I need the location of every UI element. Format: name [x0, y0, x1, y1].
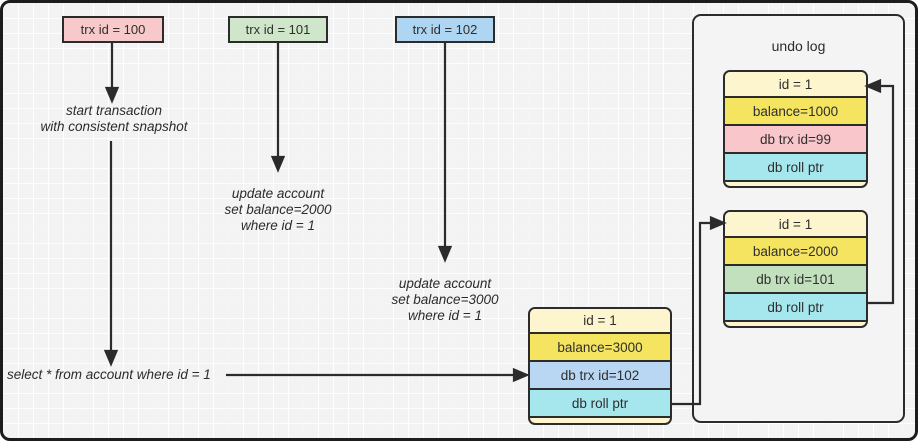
trx102-arrowhead: [437, 245, 453, 263]
trx-102-box: trx id = 102: [395, 16, 495, 43]
undo2-trxid-label: db trx id=101: [756, 271, 835, 287]
undo1-row-trxid: db trx id=99: [725, 126, 866, 154]
undo2-rollptr-label: db roll ptr: [767, 299, 824, 315]
undo2-row-id: id = 1: [725, 212, 866, 238]
current-row-balance: balance=3000: [530, 334, 670, 362]
update-2000-line2: set balance=2000: [224, 202, 332, 217]
trx-100-label: trx id = 100: [80, 22, 146, 37]
trx-101-box: trx id = 101: [228, 16, 328, 43]
current-row-id-label: id = 1: [583, 313, 617, 328]
trx101-arrowhead: [270, 155, 286, 173]
undo-record-1-table: id = 1 balance=1000 db trx id=99 db roll…: [723, 70, 868, 188]
trx-102-label: trx id = 102: [412, 22, 478, 37]
current-row-rollptr-label: db roll ptr: [571, 395, 629, 411]
undo1-balance-label: balance=1000: [752, 103, 839, 119]
undo2-id-label: id = 1: [778, 216, 813, 232]
update-3000-line2: set balance=3000: [391, 292, 499, 307]
current-row-id: id = 1: [530, 309, 670, 334]
start-snapshot-line1: start transaction: [65, 103, 163, 118]
undo1-row-rollptr: db roll ptr: [725, 154, 866, 182]
start-snapshot-line2: with consistent snapshot: [40, 119, 188, 134]
update-3000-line1: update account: [398, 276, 492, 291]
undo-log-panel: undo log id = 1 balance=1000 db trx id=9…: [692, 14, 905, 423]
current-row-trxid-label: db trx id=102: [560, 367, 640, 383]
select-arrowhead: [512, 367, 530, 383]
current-row-rollptr: db roll ptr: [530, 390, 670, 418]
undo2-row-rollptr: db roll ptr: [725, 294, 866, 322]
current-row-balance-label: balance=3000: [557, 339, 643, 355]
undo2-row-balance: balance=2000: [725, 238, 866, 266]
update-2000-note: update account set balance=2000 where id…: [178, 186, 378, 234]
select-query-note: select * from account where id = 1: [7, 367, 211, 382]
current-row-trxid: db trx id=102: [530, 362, 670, 390]
update-2000-line1: update account: [231, 186, 325, 201]
update-3000-line3: where id = 1: [408, 308, 482, 323]
trx-101-label: trx id = 101: [245, 22, 311, 37]
undo1-rollptr-label: db roll ptr: [767, 159, 824, 175]
current-row-table: id = 1 balance=3000 db trx id=102 db rol…: [528, 307, 672, 425]
undo1-row-balance: balance=1000: [725, 98, 866, 126]
undo1-id-label: id = 1: [778, 76, 813, 92]
undo1-row-id: id = 1: [725, 72, 866, 98]
update-2000-line3: where id = 1: [241, 218, 315, 233]
start-snapshot-note: start transaction with consistent snapsh…: [14, 103, 214, 135]
trx100-arrowhead-upper: [104, 86, 120, 104]
trx100-arrowhead-lower: [103, 349, 119, 367]
undo-log-title: undo log: [771, 38, 826, 54]
undo-record-2-table: id = 1 balance=2000 db trx id=101 db rol…: [723, 210, 868, 328]
undo1-trxid-label: db trx id=99: [760, 131, 831, 147]
trx-100-box: trx id = 100: [62, 16, 164, 43]
update-3000-note: update account set balance=3000 where id…: [345, 276, 545, 324]
undo2-row-trxid: db trx id=101: [725, 266, 866, 294]
undo2-balance-label: balance=2000: [752, 243, 839, 259]
